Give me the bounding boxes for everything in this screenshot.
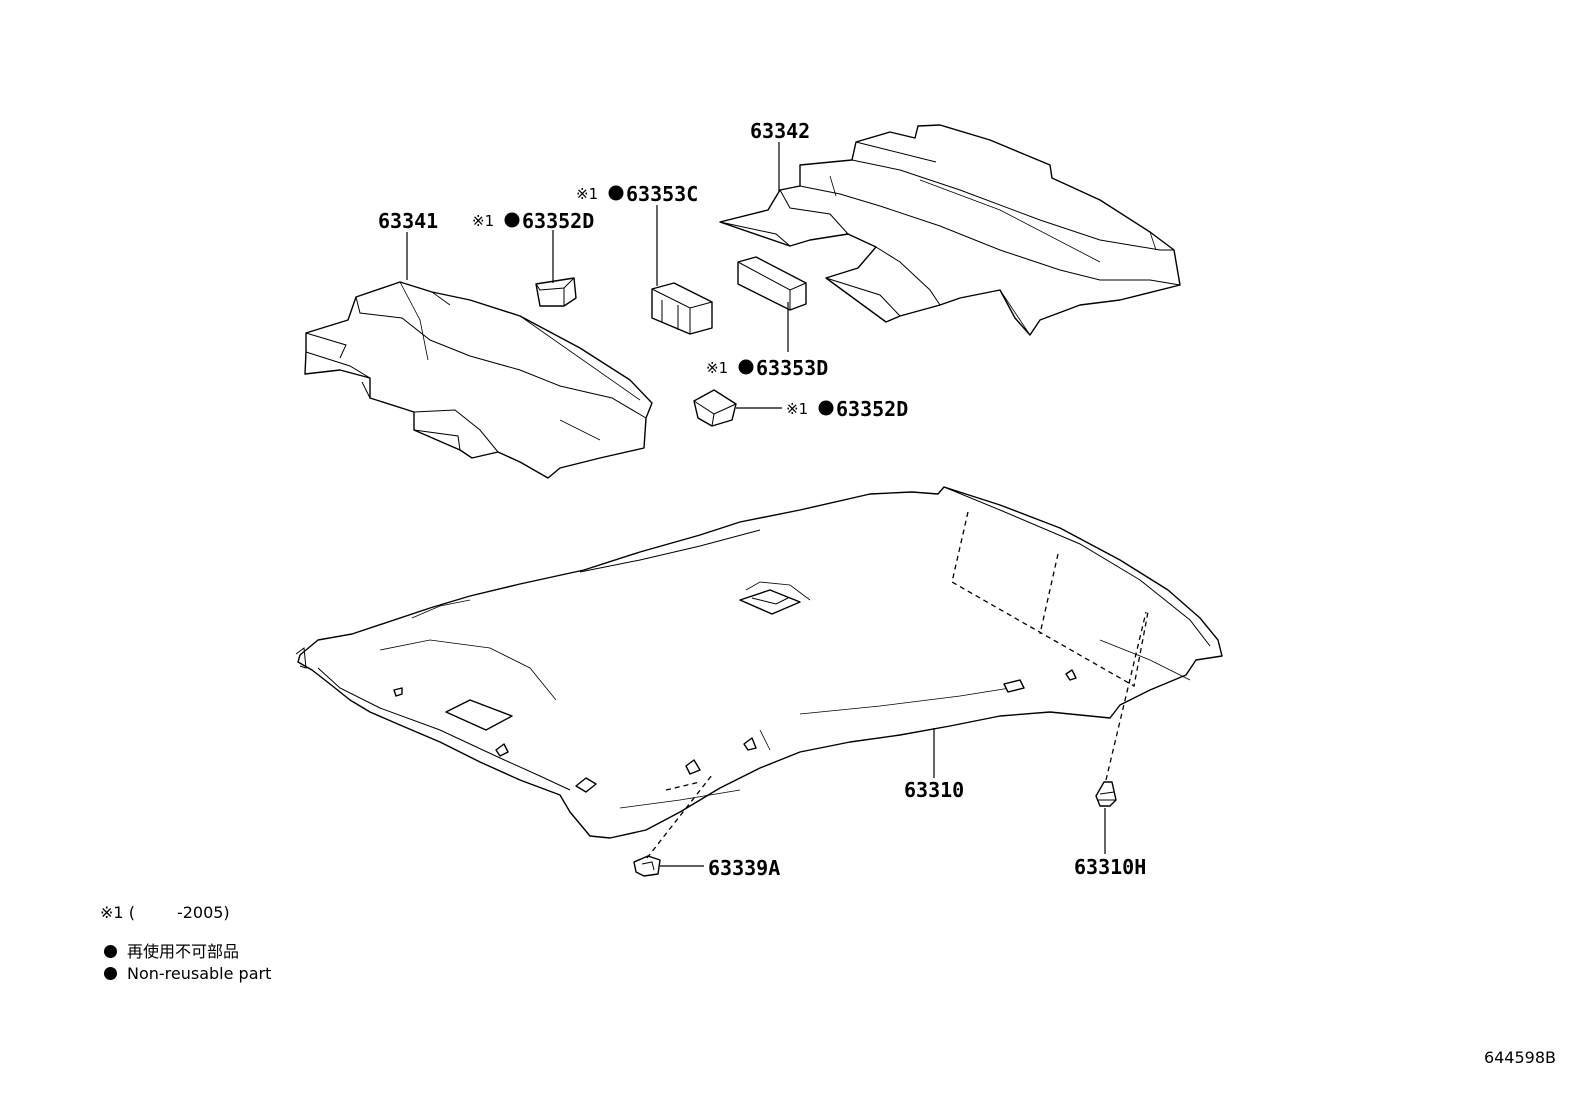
part-63352d-right-pad [693,389,737,427]
part-63310-headlining [295,486,1223,839]
part-number-63342: 63342 [750,119,810,143]
footnote-open-paren: ( [128,903,135,922]
part-number-63339a: 63339A [708,856,780,880]
callout-63353d: ※1 63353D [706,356,828,380]
part-number-63352d-top: 63352D [522,209,594,233]
note-marker: ※1 [576,185,598,203]
legend-text-japanese: 再使用不可部品 [127,942,240,961]
note-marker: ※1 [786,400,808,418]
part-number-63341: 63341 [378,209,438,233]
part-63353d-block [737,256,807,311]
footnote-date-range: ※1 ( -2005) [100,903,230,922]
legend-dot-icon [104,945,117,958]
callout-63353c: ※1 63353C [576,182,698,206]
part-number-63353d: 63353D [756,356,828,380]
non-reusable-dot [608,185,624,201]
footnote-marker: ※1 [100,903,124,922]
part-63352d-top-pad [535,277,577,307]
legend-text-english: Non-reusable part [127,964,272,983]
legend-non-reusable-japanese: 再使用不可部品 [104,938,239,962]
non-reusable-dot [738,359,754,375]
part-number-63310h: 63310H [1074,855,1146,879]
non-reusable-dot [818,400,834,416]
callout-63310h: 63310H [1074,855,1146,879]
part-63310h-clip [1095,781,1117,807]
callout-63310: 63310 [904,778,964,802]
part-63339a-clip [633,855,661,877]
document-id: 644598B [1483,1048,1556,1067]
callout-63339a: 63339A [708,856,780,880]
callout-63341: 63341 [378,209,438,233]
part-63341-pad [304,281,653,479]
callout-63352d-top: ※1 63352D [472,209,594,233]
footnote-range: -2005) [176,903,230,922]
part-number-63352d-right: 63352D [836,397,908,421]
part-number-63353c: 63353C [626,182,698,206]
note-marker: ※1 [706,359,728,377]
legend-dot-icon [104,967,117,980]
leader-lines [406,142,1147,867]
part-63342-pad [719,124,1181,336]
callout-63342: 63342 [750,119,810,143]
legend-non-reusable-english: Non-reusable part [104,964,271,983]
note-marker: ※1 [472,212,494,230]
callout-63352d-right: ※1 63352D [786,397,908,421]
non-reusable-dot [504,212,520,228]
part-63353c-block [651,282,713,335]
part-number-63310: 63310 [904,778,964,802]
